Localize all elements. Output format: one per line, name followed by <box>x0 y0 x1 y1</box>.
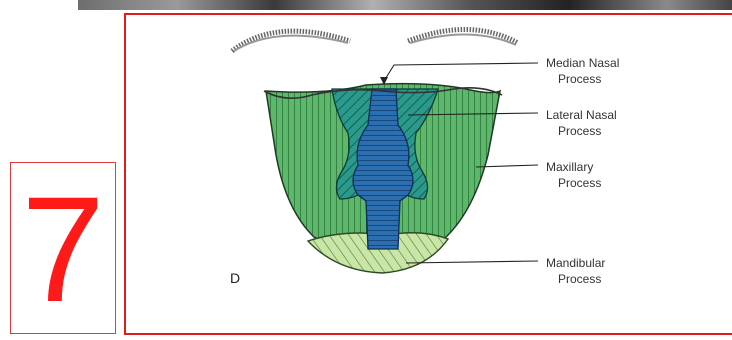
label-mandibular: Mandibular Process <box>546 256 605 286</box>
svg-text:Median Nasal: Median Nasal <box>546 56 619 70</box>
eyebrow-left <box>232 31 350 51</box>
eyebrow-right <box>408 29 518 45</box>
svg-text:Process: Process <box>558 72 601 86</box>
slide-number-box: 7 <box>10 162 116 334</box>
svg-text:Process: Process <box>558 272 601 286</box>
face-development-diagram: Median Nasal Process Lateral Nasal Proce… <box>126 15 732 335</box>
diagram-frame: Median Nasal Process Lateral Nasal Proce… <box>124 13 732 335</box>
label-lateral-nasal: Lateral Nasal Process <box>546 108 617 138</box>
label-median-nasal: Median Nasal Process <box>546 56 619 86</box>
svg-text:Process: Process <box>558 124 601 138</box>
panel-letter: D <box>230 270 240 286</box>
slide-number: 7 <box>11 169 115 329</box>
svg-text:Process: Process <box>558 176 601 190</box>
svg-text:Maxillary: Maxillary <box>546 160 593 174</box>
svg-text:Mandibular: Mandibular <box>546 256 605 270</box>
top-photo-strip <box>78 0 732 10</box>
svg-text:Lateral Nasal: Lateral Nasal <box>546 108 617 122</box>
label-maxillary: Maxillary Process <box>546 160 601 190</box>
